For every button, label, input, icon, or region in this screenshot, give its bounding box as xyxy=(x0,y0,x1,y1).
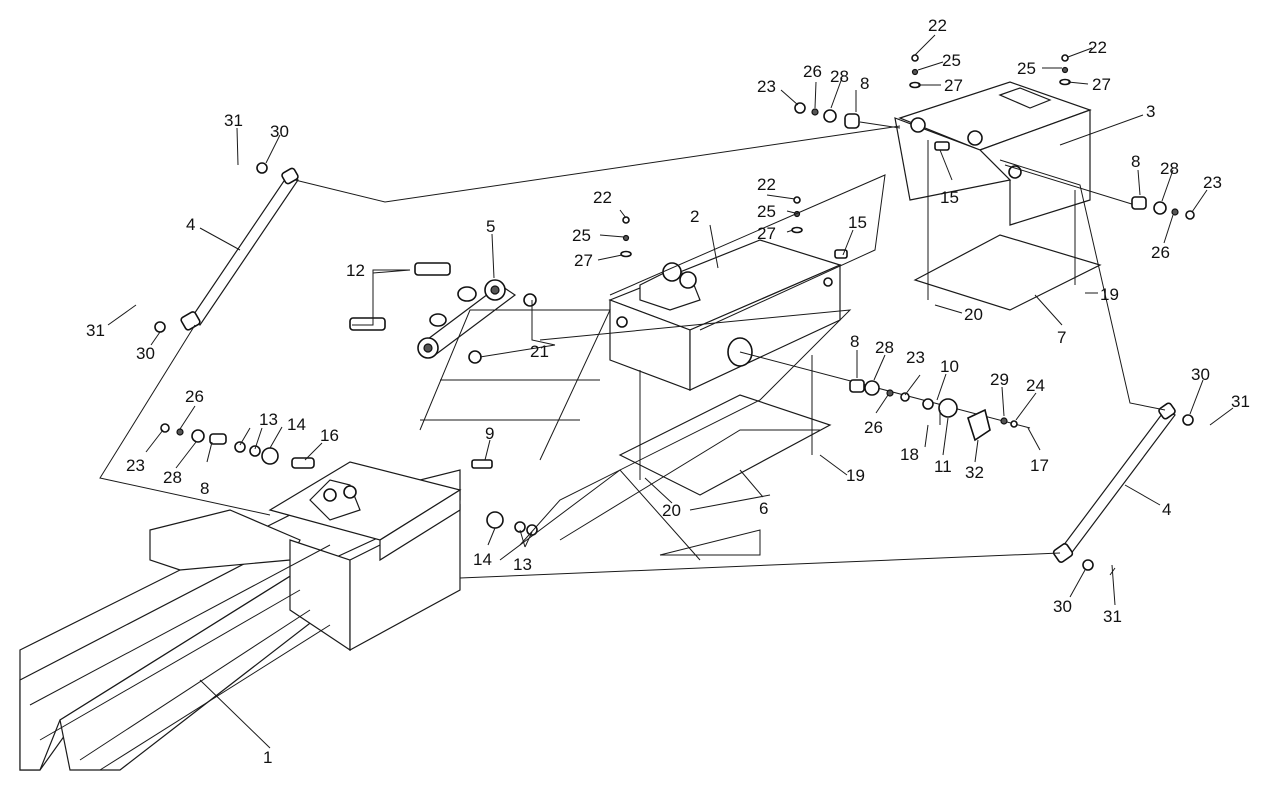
callout-28c: 28 xyxy=(875,338,894,357)
rod-end-assembly xyxy=(349,262,537,364)
callout-5: 5 xyxy=(486,217,495,236)
hardware-right-shaft xyxy=(1004,164,1195,220)
right-box xyxy=(894,81,1092,226)
callout-30c: 30 xyxy=(1191,365,1210,384)
center-box xyxy=(608,239,842,391)
callout-15a: 15 xyxy=(940,188,959,207)
callout-13b: 13 xyxy=(513,555,532,574)
callout-8b: 8 xyxy=(1131,152,1140,171)
callout-31d: 31 xyxy=(1103,607,1122,626)
callout-22d: 22 xyxy=(757,175,776,194)
cylinder-left xyxy=(180,167,299,331)
callout-27c: 27 xyxy=(574,251,593,270)
callout-14b: 14 xyxy=(473,550,492,569)
callout-31c: 31 xyxy=(1231,392,1250,411)
callout-7: 7 xyxy=(1057,328,1066,347)
main-frame-beam xyxy=(19,469,461,771)
callout-27d: 27 xyxy=(757,224,776,243)
callout-8d: 8 xyxy=(200,479,209,498)
callout-12: 12 xyxy=(346,261,365,280)
callout-15b: 15 xyxy=(848,213,867,232)
callout-28a: 28 xyxy=(830,67,849,86)
callout-27a: 27 xyxy=(944,76,963,95)
callout-27b: 27 xyxy=(1092,75,1111,94)
callout-23d: 23 xyxy=(126,456,145,475)
callout-24: 24 xyxy=(1026,376,1045,395)
callout-31a: 31 xyxy=(224,111,243,130)
cylinder-right xyxy=(1052,402,1176,563)
callout-25d: 25 xyxy=(757,202,776,221)
callout-2: 2 xyxy=(690,207,699,226)
callout-26b: 26 xyxy=(1151,243,1170,262)
callout-31b: 31 xyxy=(86,321,105,340)
cover-plate-7 xyxy=(913,234,1102,311)
callout-17: 17 xyxy=(1030,456,1049,475)
callout-30b: 30 xyxy=(136,344,155,363)
callout-25a: 25 xyxy=(942,51,961,70)
callout-4b: 4 xyxy=(1162,500,1171,519)
hardware-center-shaft xyxy=(727,337,1031,442)
callout-23b: 23 xyxy=(1203,173,1222,192)
callout-6: 6 xyxy=(759,499,768,518)
callout-32: 32 xyxy=(965,463,984,482)
callout-8a: 8 xyxy=(860,74,869,93)
callout-10: 10 xyxy=(940,357,959,376)
callout-28d: 28 xyxy=(163,468,182,487)
callout-20a: 20 xyxy=(964,305,983,324)
callout-26d: 26 xyxy=(185,387,204,406)
callout-21: 21 xyxy=(530,342,549,361)
callout-4a: 4 xyxy=(186,215,195,234)
callout-22a: 22 xyxy=(928,16,947,35)
callout-23a: 23 xyxy=(757,77,776,96)
hardware-left-stack xyxy=(160,423,538,536)
frame-mount-plate xyxy=(268,461,462,562)
callout-3: 3 xyxy=(1146,102,1155,121)
callout-28b: 28 xyxy=(1160,159,1179,178)
callout-1: 1 xyxy=(263,748,272,767)
callout-23c: 23 xyxy=(906,348,925,367)
callout-16: 16 xyxy=(320,426,339,445)
callout-9: 9 xyxy=(485,424,494,443)
callout-20b: 20 xyxy=(662,501,681,520)
callout-19b: 19 xyxy=(846,466,865,485)
phantom-lines xyxy=(99,125,1166,579)
callout-8c: 8 xyxy=(850,332,859,351)
cylinder-pins xyxy=(154,162,1194,571)
cover-plate-6 xyxy=(618,394,832,496)
callout-14a: 14 xyxy=(287,415,306,434)
hardware-top-left xyxy=(794,102,901,129)
callout-22c: 22 xyxy=(593,188,612,207)
callout-30a: 30 xyxy=(270,122,289,141)
callout-18: 18 xyxy=(900,445,919,464)
callout-22b: 22 xyxy=(1088,38,1107,57)
callout-13a: 13 xyxy=(259,410,278,429)
callout-26c: 26 xyxy=(864,418,883,437)
callout-leaders xyxy=(107,34,1234,749)
callout-25c: 25 xyxy=(572,226,591,245)
callout-11: 11 xyxy=(934,457,952,476)
callout-30d: 30 xyxy=(1053,597,1072,616)
callout-19a: 19 xyxy=(1100,285,1119,304)
callout-29: 29 xyxy=(990,370,1009,389)
callout-labels: 1 2 3 4 4 5 6 7 8 8 8 8 9 10 11 12 13 13… xyxy=(86,16,1250,767)
callout-25b: 25 xyxy=(1017,59,1036,78)
callout-26a: 26 xyxy=(803,62,822,81)
hardware-top-bolts xyxy=(620,54,1071,259)
